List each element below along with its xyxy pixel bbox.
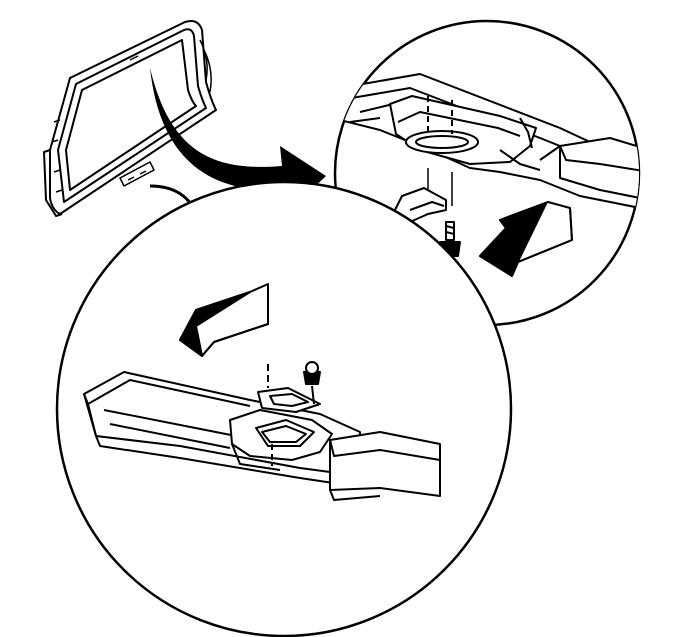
lower-detail-circle <box>55 180 513 637</box>
window-frame-overview <box>43 20 217 217</box>
callout-arrow-upper <box>150 68 326 210</box>
upper-detail-circle <box>333 19 641 327</box>
